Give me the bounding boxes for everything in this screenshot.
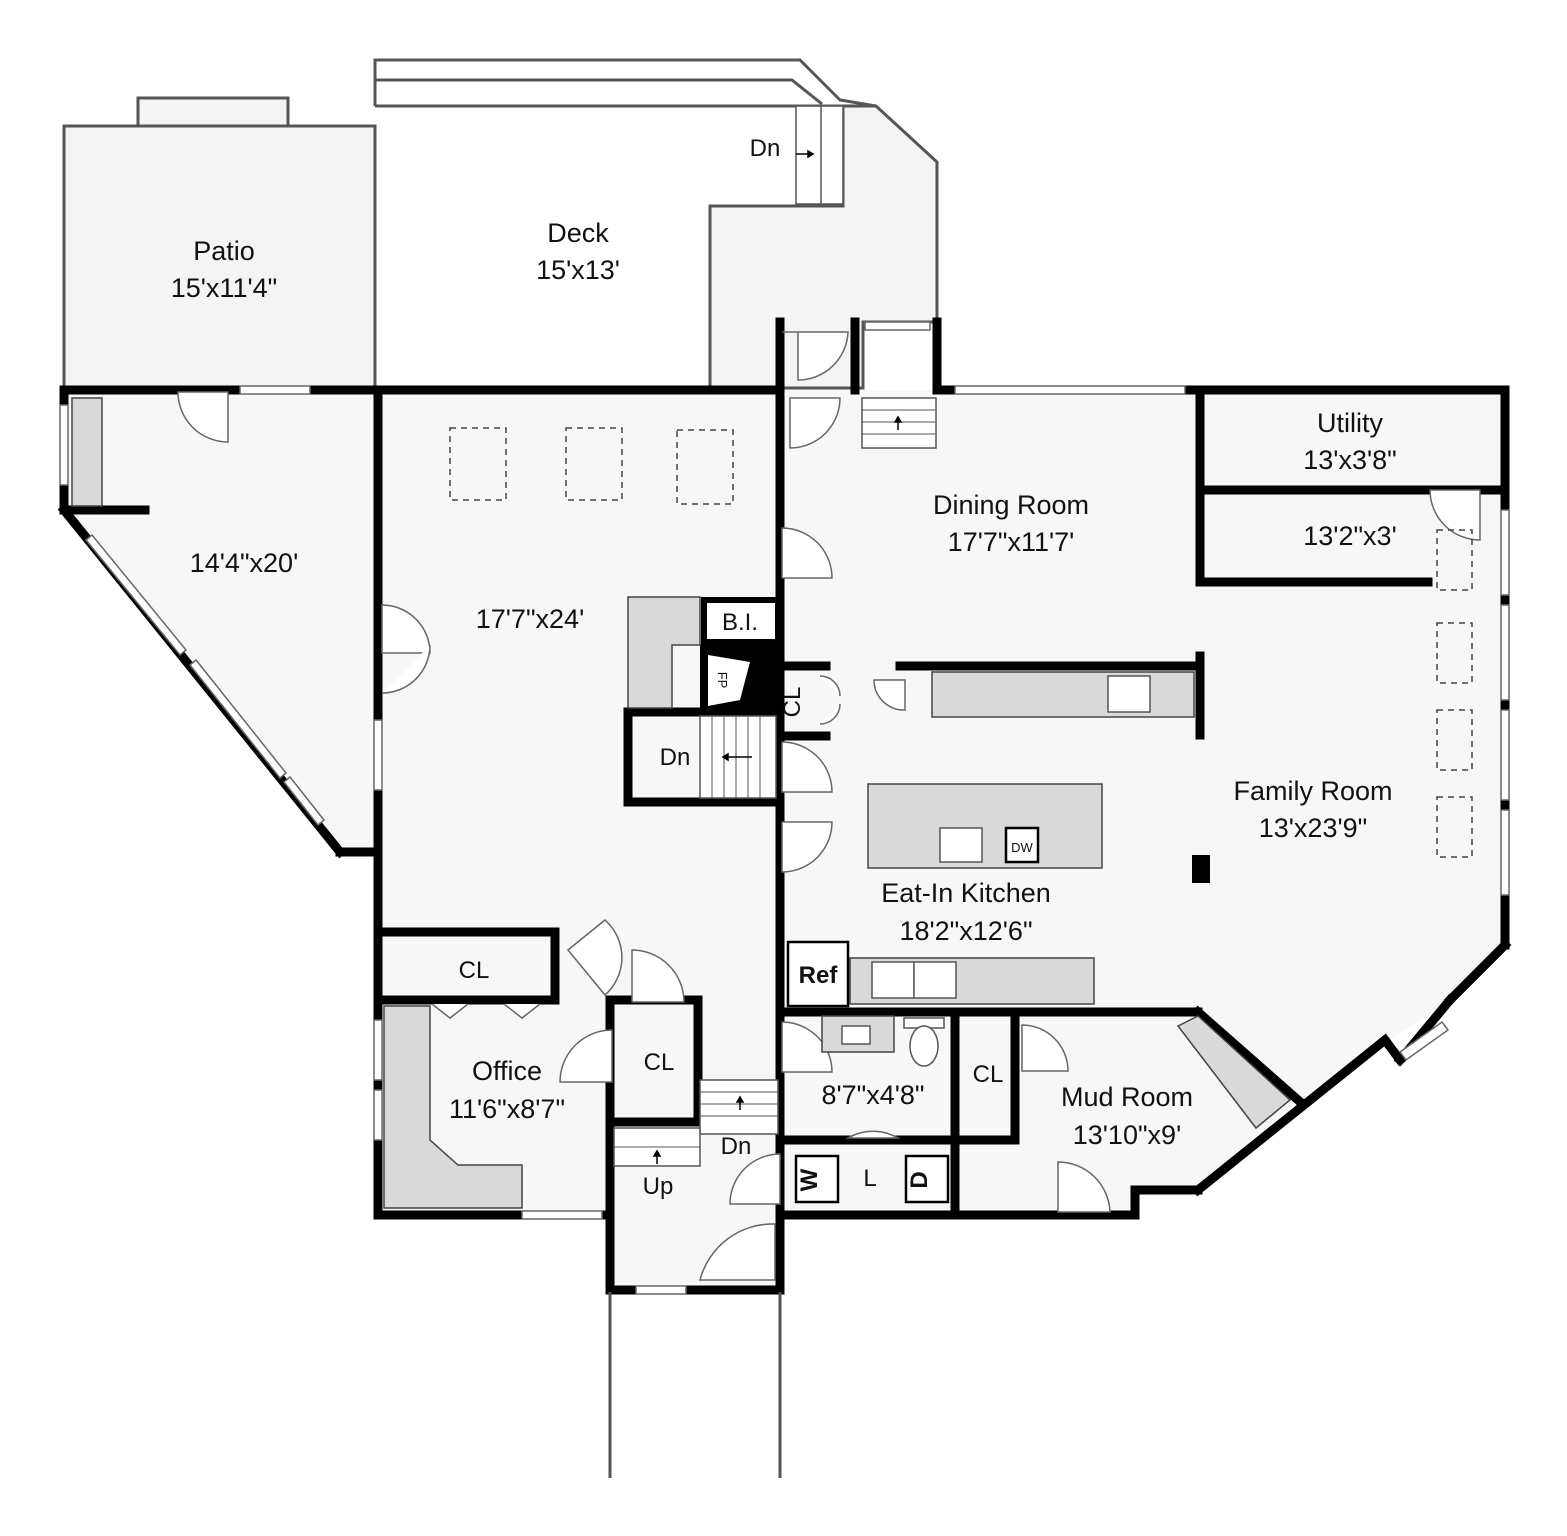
deck-stairs-label: Dn	[750, 135, 781, 162]
range-left	[871, 961, 915, 999]
fireplace-label: FP	[715, 672, 730, 689]
deck-label: Deck	[547, 218, 609, 248]
family-label: Family Room	[1233, 776, 1392, 806]
dishwasher-label: DW	[1011, 840, 1033, 855]
mud-closet-label: CL	[973, 1061, 1004, 1088]
fireplace	[700, 597, 781, 708]
office-label: Office	[472, 1056, 542, 1086]
skylights	[449, 427, 1473, 858]
utility-size: 13'x3'8"	[1303, 445, 1396, 475]
deck-area	[373, 58, 939, 390]
west-bench	[71, 397, 103, 507]
bath-size: 8'7"x4'8"	[821, 1080, 924, 1110]
patio-size: 15'x11'4"	[171, 273, 277, 303]
island-sink	[939, 827, 983, 863]
windows	[59, 321, 1510, 1295]
dryer	[904, 1154, 950, 1204]
utility-label: Utility	[1317, 408, 1383, 438]
dryer-label: D	[906, 1171, 933, 1188]
great-room-size: 17'7"x24'	[476, 604, 584, 634]
dining-size: 17'7"x11'7'	[948, 527, 1075, 557]
toilet-bowl	[909, 1025, 939, 1067]
washer	[794, 1154, 840, 1204]
mud-bench	[1176, 1015, 1292, 1130]
office-closet-label: CL	[459, 957, 490, 984]
refrigerator-label: Ref	[799, 962, 839, 989]
fixtures	[786, 675, 1151, 1204]
dishwasher	[1004, 826, 1040, 864]
walkway	[608, 1292, 782, 1478]
kitchen-size: 18'2"x12'6"	[899, 916, 1032, 946]
peninsula-sink	[1107, 675, 1151, 713]
entry-down-label: Dn	[721, 1133, 752, 1160]
hall-closet-label: CL	[779, 687, 806, 718]
stair-down-label: Dn	[660, 744, 691, 771]
column	[1192, 855, 1210, 883]
hearth	[627, 596, 701, 709]
entry-closet-label: CL	[644, 1049, 675, 1076]
range-right	[913, 961, 957, 999]
peninsula-counter	[931, 671, 1195, 718]
family-size: 13'x23'9"	[1259, 813, 1367, 843]
washer-label: W	[796, 1168, 823, 1191]
vanity-sink	[841, 1025, 871, 1045]
arrows	[652, 149, 903, 1164]
mud-size: 13'10"x9'	[1073, 1120, 1181, 1150]
doors	[177, 331, 1481, 1281]
utility-closet-size: 13'2"x3'	[1303, 521, 1396, 551]
entry-up-label: Up	[643, 1173, 674, 1200]
refrigerator	[786, 940, 850, 1008]
laundry-label: L	[863, 1165, 876, 1192]
deck-stairs	[795, 105, 844, 205]
office-desk	[383, 1005, 523, 1209]
patio-label: Patio	[193, 236, 255, 266]
office-size: 11'6"x8'7"	[449, 1094, 565, 1124]
mud-label: Mud Room	[1061, 1082, 1193, 1112]
patio-area	[62, 96, 377, 390]
built-in-label: B.I.	[722, 609, 758, 636]
dining-label: Dining Room	[933, 490, 1089, 520]
stairs	[613, 397, 937, 1167]
deck-size: 15'x13'	[536, 255, 620, 285]
kitchen-label: Eat-In Kitchen	[881, 878, 1051, 908]
kitchen-island	[867, 783, 1103, 869]
west-room-size: 14'4"x20'	[190, 548, 298, 578]
